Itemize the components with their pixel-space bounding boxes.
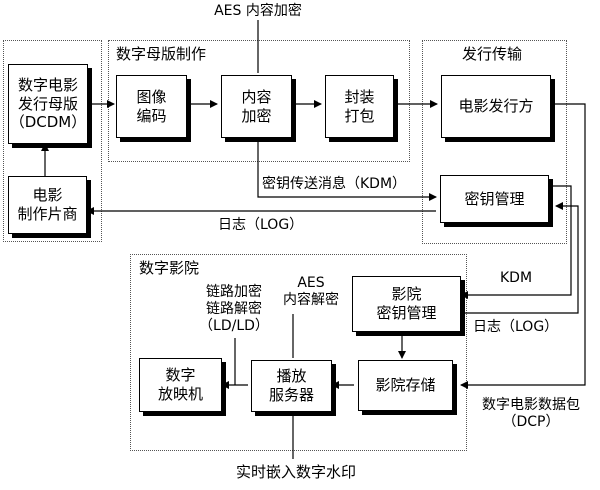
link-encrypt-label: 链路加密 链路解密 （LD/LD） bbox=[199, 284, 269, 334]
keymgmt-to-cinemakey-arrow bbox=[460, 185, 572, 299]
image-encode-node: 图像 编码 bbox=[116, 75, 187, 138]
log-label-cinema: 日志（LOG） bbox=[473, 319, 559, 335]
cinemakey-to-keymgmt-arrow bbox=[461, 202, 579, 314]
digital-projector-node: 数字 放映机 bbox=[139, 358, 222, 412]
cinema-storage-node: 影院存储 bbox=[358, 360, 453, 411]
distribution-group-label: 发行传输 bbox=[462, 45, 523, 63]
encrypt-to-keymgmt-arrow bbox=[257, 140, 437, 201]
kdm-label: KDM bbox=[500, 270, 533, 286]
dcdm-node: 数字电影 发行母版 （DCDM） bbox=[8, 64, 88, 144]
package-node: 封装 打包 bbox=[325, 75, 394, 138]
log-label-top: 日志（LOG） bbox=[218, 217, 304, 233]
distributor-to-storage-arrow bbox=[460, 103, 586, 389]
content-encrypt-node: 内容 加密 bbox=[221, 75, 292, 138]
cinema-group-label: 数字影院 bbox=[139, 259, 200, 277]
distribution-group bbox=[422, 40, 567, 244]
kdm-message-label: 密钥传送消息（KDM） bbox=[262, 176, 407, 192]
distributor-node: 电影发行方 bbox=[441, 75, 551, 138]
dcp-label: 数字电影数据包 （DCP） bbox=[482, 397, 580, 430]
producer-node: 电影 制作片商 bbox=[8, 176, 87, 234]
dcdm-group bbox=[3, 40, 102, 242]
cinema-group bbox=[130, 254, 467, 451]
aes-decrypt-label: AES 内容解密 bbox=[283, 275, 339, 308]
playback-server-node: 播放 服务器 bbox=[251, 360, 332, 412]
watermark-label: 实时嵌入数字水印 bbox=[235, 463, 356, 481]
key-management-node: 密钥管理 bbox=[440, 175, 549, 223]
cinema-key-management-node: 影院 密钥管理 bbox=[352, 276, 461, 332]
master-production-group-label: 数字母版制作 bbox=[116, 45, 207, 63]
aes-encrypt-label: AES 内容加密 bbox=[214, 3, 302, 19]
